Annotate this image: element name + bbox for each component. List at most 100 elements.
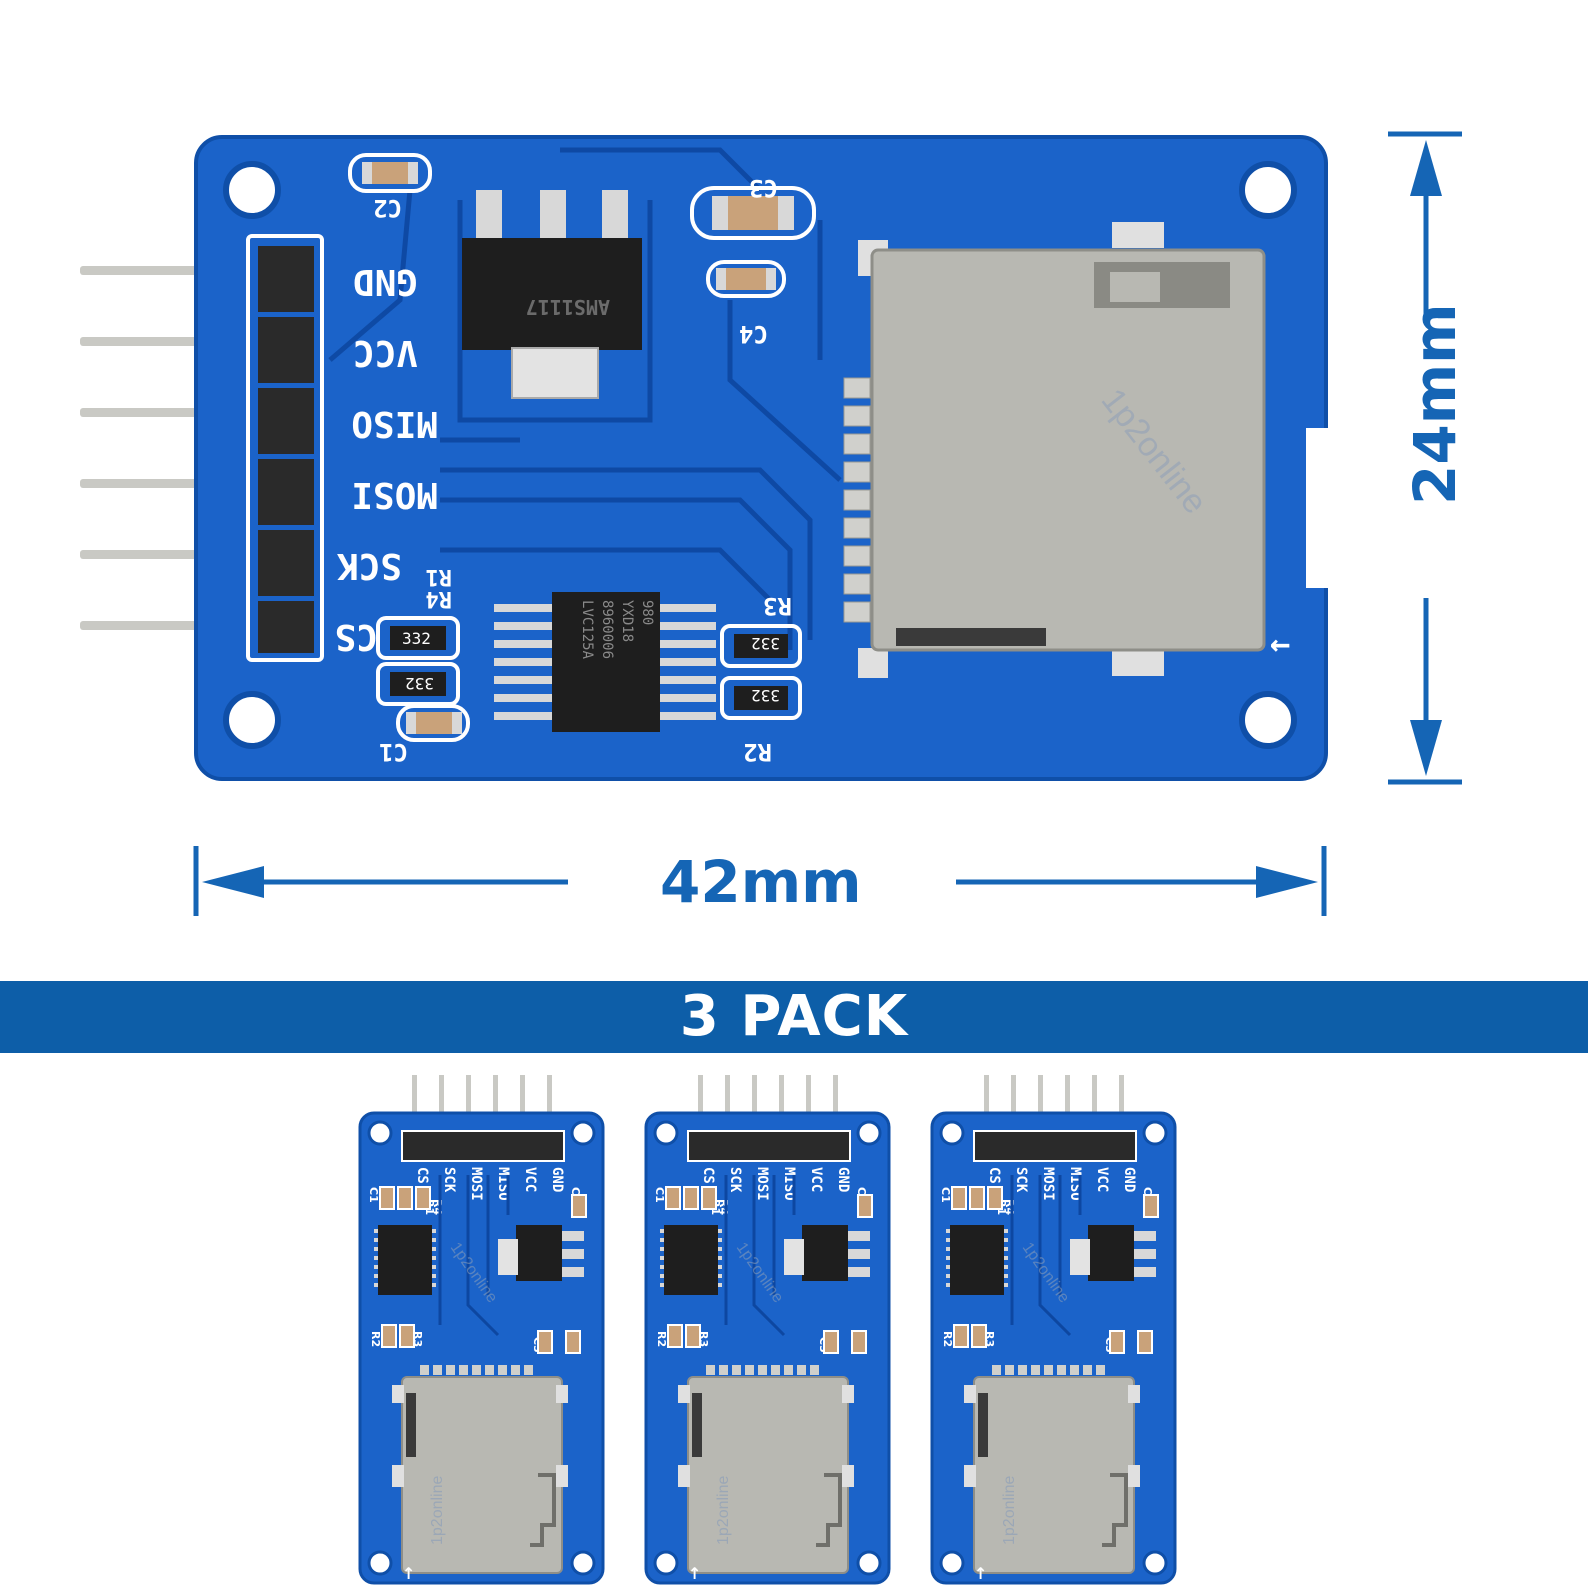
mini-sd-contact [433, 1365, 442, 1375]
mini-insert-arrow: ↑ [688, 1564, 701, 1583]
mini-module-1: CSSCKMOSIMISOVCCGNDC1C2C3C4R1R2R3R41p2on… [358, 1075, 605, 1585]
mini-sd-latch [406, 1393, 416, 1457]
mini-regulator-lead [848, 1267, 870, 1277]
mini-pin-label: SCK [727, 1167, 743, 1193]
mini-smd-part [381, 1324, 397, 1348]
capacitor-c3: C3 [690, 174, 816, 240]
mini-pin [1011, 1075, 1016, 1137]
mini-pin [439, 1075, 444, 1137]
mini-sd-tab [392, 1385, 404, 1403]
mini-sd-tab [556, 1465, 568, 1487]
mini-sd-contact [745, 1365, 754, 1375]
mini-pin [466, 1075, 471, 1137]
mini-sd-tab [1128, 1385, 1140, 1403]
level-shifter-ic: LVC125A 8960006 YXD18 980 [494, 592, 716, 732]
mini-pin [1119, 1075, 1124, 1137]
insert-arrow: ← [1270, 624, 1290, 664]
pin-label-gnd: GND [353, 261, 418, 302]
mini-mounting-hole [367, 1550, 393, 1576]
mini-pin-label: VCC [808, 1167, 824, 1192]
pin-labels: GND VCC MISO MOSI SCK CS [335, 261, 438, 657]
mini-sd-spring [530, 1473, 556, 1547]
capacitor-c1: C1 [379, 704, 470, 766]
pin-label-sck: SCK [337, 545, 402, 586]
mini-insert-arrow: ↑ [402, 1564, 415, 1583]
mini-pin-label: GND [549, 1167, 565, 1192]
pin-header [246, 234, 324, 662]
mini-pin-label: MOSI [754, 1167, 770, 1201]
capacitor-c4: C4 [706, 260, 786, 348]
mini-smd-part [685, 1324, 701, 1348]
mini-regulator [1088, 1225, 1134, 1281]
width-dimension [193, 846, 1327, 916]
mini-regulator-lead [562, 1267, 584, 1277]
mini-smd-part [565, 1330, 581, 1354]
mini-pin-header [687, 1130, 851, 1162]
mini-smd-part [665, 1186, 681, 1210]
mini-sd-contact [732, 1365, 741, 1375]
mini-sd-contact [992, 1365, 1001, 1375]
mini-pin [984, 1075, 989, 1137]
mini-regulator-lead [1134, 1249, 1156, 1259]
svg-text:R2: R2 [743, 738, 772, 766]
mini-smd-part [1143, 1194, 1159, 1218]
mini-sd-contact [446, 1365, 455, 1375]
mini-sd-contact [511, 1365, 520, 1375]
mini-traces [1010, 1175, 1082, 1337]
voltage-regulator: AMS1117 [462, 190, 642, 399]
mini-traces [438, 1175, 510, 1337]
mini-pin [1092, 1075, 1097, 1137]
mini-pin-label: GND [835, 1167, 851, 1192]
width-label: 42mm [660, 848, 862, 916]
mini-smd-part [951, 1186, 967, 1210]
mini-cap-label: C1 [653, 1187, 666, 1203]
mini-res-label: R2 [941, 1331, 954, 1347]
mini-sd-contact [1057, 1365, 1066, 1375]
mini-smd-part [571, 1194, 587, 1218]
mini-sd-contact [1044, 1365, 1053, 1375]
mini-mounting-hole [939, 1550, 965, 1576]
svg-text:8960006: 8960006 [599, 600, 615, 659]
mini-res-label: R4 [1003, 1199, 1016, 1215]
mini-sd-tab [678, 1385, 690, 1403]
mini-pin-label: CS [986, 1167, 1002, 1184]
mini-smd-part [683, 1186, 699, 1210]
mini-insert-arrow: ↑ [974, 1564, 987, 1583]
mini-module-3: CSSCKMOSIMISOVCCGNDC1C2C3C4R1R2R3R41p2on… [930, 1075, 1177, 1585]
svg-text:332: 332 [751, 686, 780, 705]
main-module-illustration: GND VCC MISO MOSI SCK CS C2 AMS1117 C3 [80, 131, 1462, 916]
mini-mounting-hole [653, 1120, 679, 1146]
mini-pin [1065, 1075, 1070, 1137]
mini-smd-part [851, 1330, 867, 1354]
svg-text:LVC125A: LVC125A [579, 600, 595, 660]
mini-sd-latch [978, 1393, 988, 1457]
mini-mounting-hole [1142, 1550, 1168, 1576]
mini-sd-contact [1083, 1365, 1092, 1375]
mini-mounting-hole [939, 1120, 965, 1146]
mini-pin-label: MOSI [468, 1167, 484, 1201]
mini-sd-contact [706, 1365, 715, 1375]
capacitor-c2: C2 [348, 153, 432, 222]
mini-pin-header [401, 1130, 565, 1162]
mini-ic-body [378, 1225, 432, 1295]
mini-smd-part [537, 1330, 553, 1354]
mini-pin [1038, 1075, 1043, 1137]
mini-ic-body [950, 1225, 1004, 1295]
mini-mounting-hole [570, 1550, 596, 1576]
mini-mounting-hole [856, 1550, 882, 1576]
mini-sd-tab [556, 1385, 568, 1403]
pin-label-miso: MISO [351, 403, 438, 444]
mini-regulator-lead [848, 1249, 870, 1259]
mini-smd-part [399, 1324, 415, 1348]
mini-pin-label: VCC [522, 1167, 538, 1192]
svg-text:C2: C2 [373, 194, 402, 222]
mini-smd-part [667, 1324, 683, 1348]
mini-sd-spring [816, 1473, 842, 1547]
mini-pin [547, 1075, 552, 1137]
mini-sd-contact [1096, 1365, 1105, 1375]
mini-sd-contact [485, 1365, 494, 1375]
mini-cap-label: C1 [939, 1187, 952, 1203]
mini-pin-header [973, 1130, 1137, 1162]
pack-banner-label: 3 PACK [679, 984, 909, 1049]
mini-smd-part [397, 1186, 413, 1210]
